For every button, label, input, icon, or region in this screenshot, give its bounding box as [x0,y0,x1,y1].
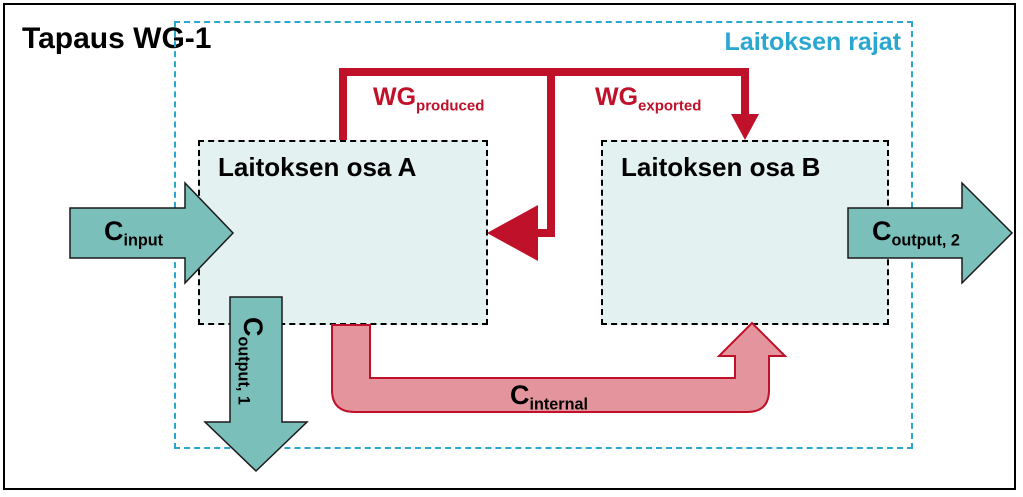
input-arrow [69,181,235,285]
diagram-frame [3,3,1016,490]
wg-exported-arrowhead [731,114,759,140]
boundary-label: Laitoksen rajat [724,28,901,56]
output2-arrow [847,181,1014,285]
output1-arrow [203,296,309,473]
output2-label: Coutput, 2 [872,216,960,250]
output1-label: Coutput, 1 [234,317,268,405]
wg-produced-arrowhead [487,205,538,261]
internal-label: Cinternal [510,380,588,414]
internal-arrow [331,321,788,413]
wg-arrow [339,68,749,140]
input-label: Cinput [104,216,164,250]
plant-part-b-label: Laitoksen osa B [621,152,821,182]
plant-part-a-label: Laitoksen osa A [218,152,417,182]
wg-exported-label: WGexported [595,83,702,115]
plant-part-b: Laitoksen osa B [601,140,889,325]
case-title: Tapaus WG-1 [22,22,212,55]
wg-produced-label: WGproduced [373,83,485,115]
